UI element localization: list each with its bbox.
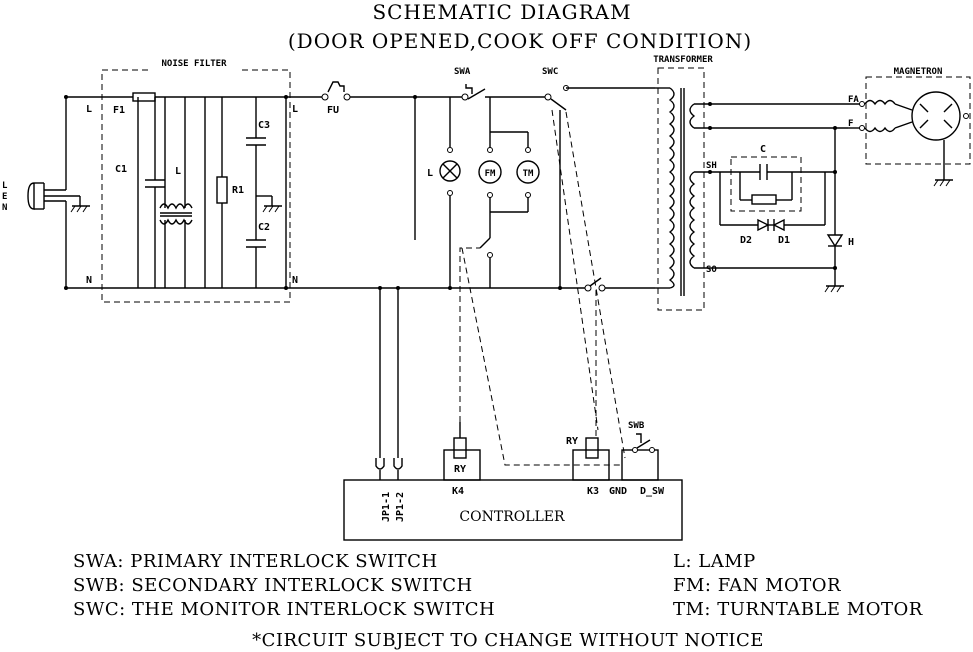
controller-gnd-label: GND [609, 486, 627, 497]
plug-label-e: E [2, 192, 7, 202]
resistor-r1-label: R1 [232, 185, 244, 196]
filter-label-n-left: N [86, 275, 92, 286]
capacitor-c1-label: C1 [115, 164, 127, 175]
switch-swb: SWB [621, 421, 659, 481]
legend-l: L: LAMP [673, 551, 756, 572]
switch-n-line [584, 277, 606, 292]
magnetron-label: MAGNETRON [894, 67, 943, 77]
capacitor-c2-label: C2 [258, 222, 270, 233]
magnetron-fa-label: FA [848, 95, 859, 105]
filter-label-l-right: L [292, 104, 298, 115]
controller-box [343, 479, 683, 541]
switch-swb-label: SWB [628, 421, 645, 431]
transformer-label: TRANSFORMER [653, 55, 713, 65]
legend-swb: SWB: SECONDARY INTERLOCK SWITCH [73, 575, 473, 596]
diode-h-label: H [848, 237, 854, 248]
noise-filter: NOISE FILTER F1 C1 L R1 [64, 59, 298, 303]
hv-capacitor: C [720, 144, 835, 212]
switch-swc: SWC [542, 67, 655, 111]
controller-dsw-label: D_SW [640, 486, 665, 497]
diagram-subtitle: (DOOR OPENED,COOK OFF CONDITION) [288, 29, 752, 53]
fuse-f1-label: F1 [113, 105, 125, 116]
controller-wiring: RY RY SWB K4 K3 GND D_SW JP1-1 JP1-2 CON… [343, 109, 683, 541]
plug-label-n: N [2, 203, 7, 213]
fuse-fu-label: FU [327, 105, 339, 116]
legend-swc: SWC: THE MONITOR INTERLOCK SWITCH [73, 599, 495, 620]
fan-motor-label: FM [485, 169, 496, 179]
transformer: TRANSFORMER SH SO [653, 55, 848, 311]
legend-fm: FM: FAN MOTOR [673, 575, 841, 596]
switch-swa-label: SWA [454, 67, 471, 77]
switch-swa: SWA [454, 67, 545, 101]
capacitor-c3-label: C3 [258, 120, 270, 131]
choke-l-label: L [175, 166, 181, 177]
controller-label: CONTROLLER [459, 509, 565, 525]
switch-swc-label: SWC [542, 67, 558, 77]
plug-label-l: L [2, 181, 8, 191]
legend: SWA: PRIMARY INTERLOCK SWITCH SWB: SECON… [73, 551, 923, 651]
magnetron: MAGNETRON FA F [740, 67, 971, 187]
magnetron-f-label: F [848, 119, 853, 129]
relay-top-label: RY [566, 436, 578, 447]
legend-tm: TM: TURNTABLE MOTOR [673, 599, 923, 620]
controller-jp1-1-label: JP1-1 [381, 492, 392, 522]
lamp-fan-turntable: L FM TM [427, 97, 540, 288]
circuit-note: *CIRCUIT SUBJECT TO CHANGE WITHOUT NOTIC… [252, 630, 764, 651]
lamp-label: L [427, 168, 433, 179]
controller-k3-label: K3 [587, 486, 599, 497]
secondary-sh-label: SH [706, 161, 717, 171]
power-plug: L E N [2, 181, 90, 213]
relay-left-label: RY [454, 464, 466, 475]
legend-swa: SWA: PRIMARY INTERLOCK SWITCH [73, 551, 438, 572]
turntable-motor-label: TM [523, 169, 534, 179]
noise-filter-label: NOISE FILTER [161, 59, 227, 69]
secondary-so-label: SO [706, 265, 717, 275]
controller-k4-label: K4 [452, 486, 464, 497]
diodes-d1-d2: D2 D1 [719, 172, 826, 246]
diode-h: H [824, 126, 854, 293]
fuse-fu: FU [286, 81, 351, 116]
filter-label-n-right: N [292, 275, 298, 286]
diode-d1-label: D1 [778, 235, 790, 246]
controller-jp1-2-label: JP1-2 [395, 492, 406, 522]
capacitor-c-label: C [760, 144, 766, 155]
filter-label-l-left: L [86, 104, 92, 115]
diagram-title: SCHEMATIC DIAGRAM [372, 0, 631, 24]
diode-d2-label: D2 [740, 235, 752, 246]
